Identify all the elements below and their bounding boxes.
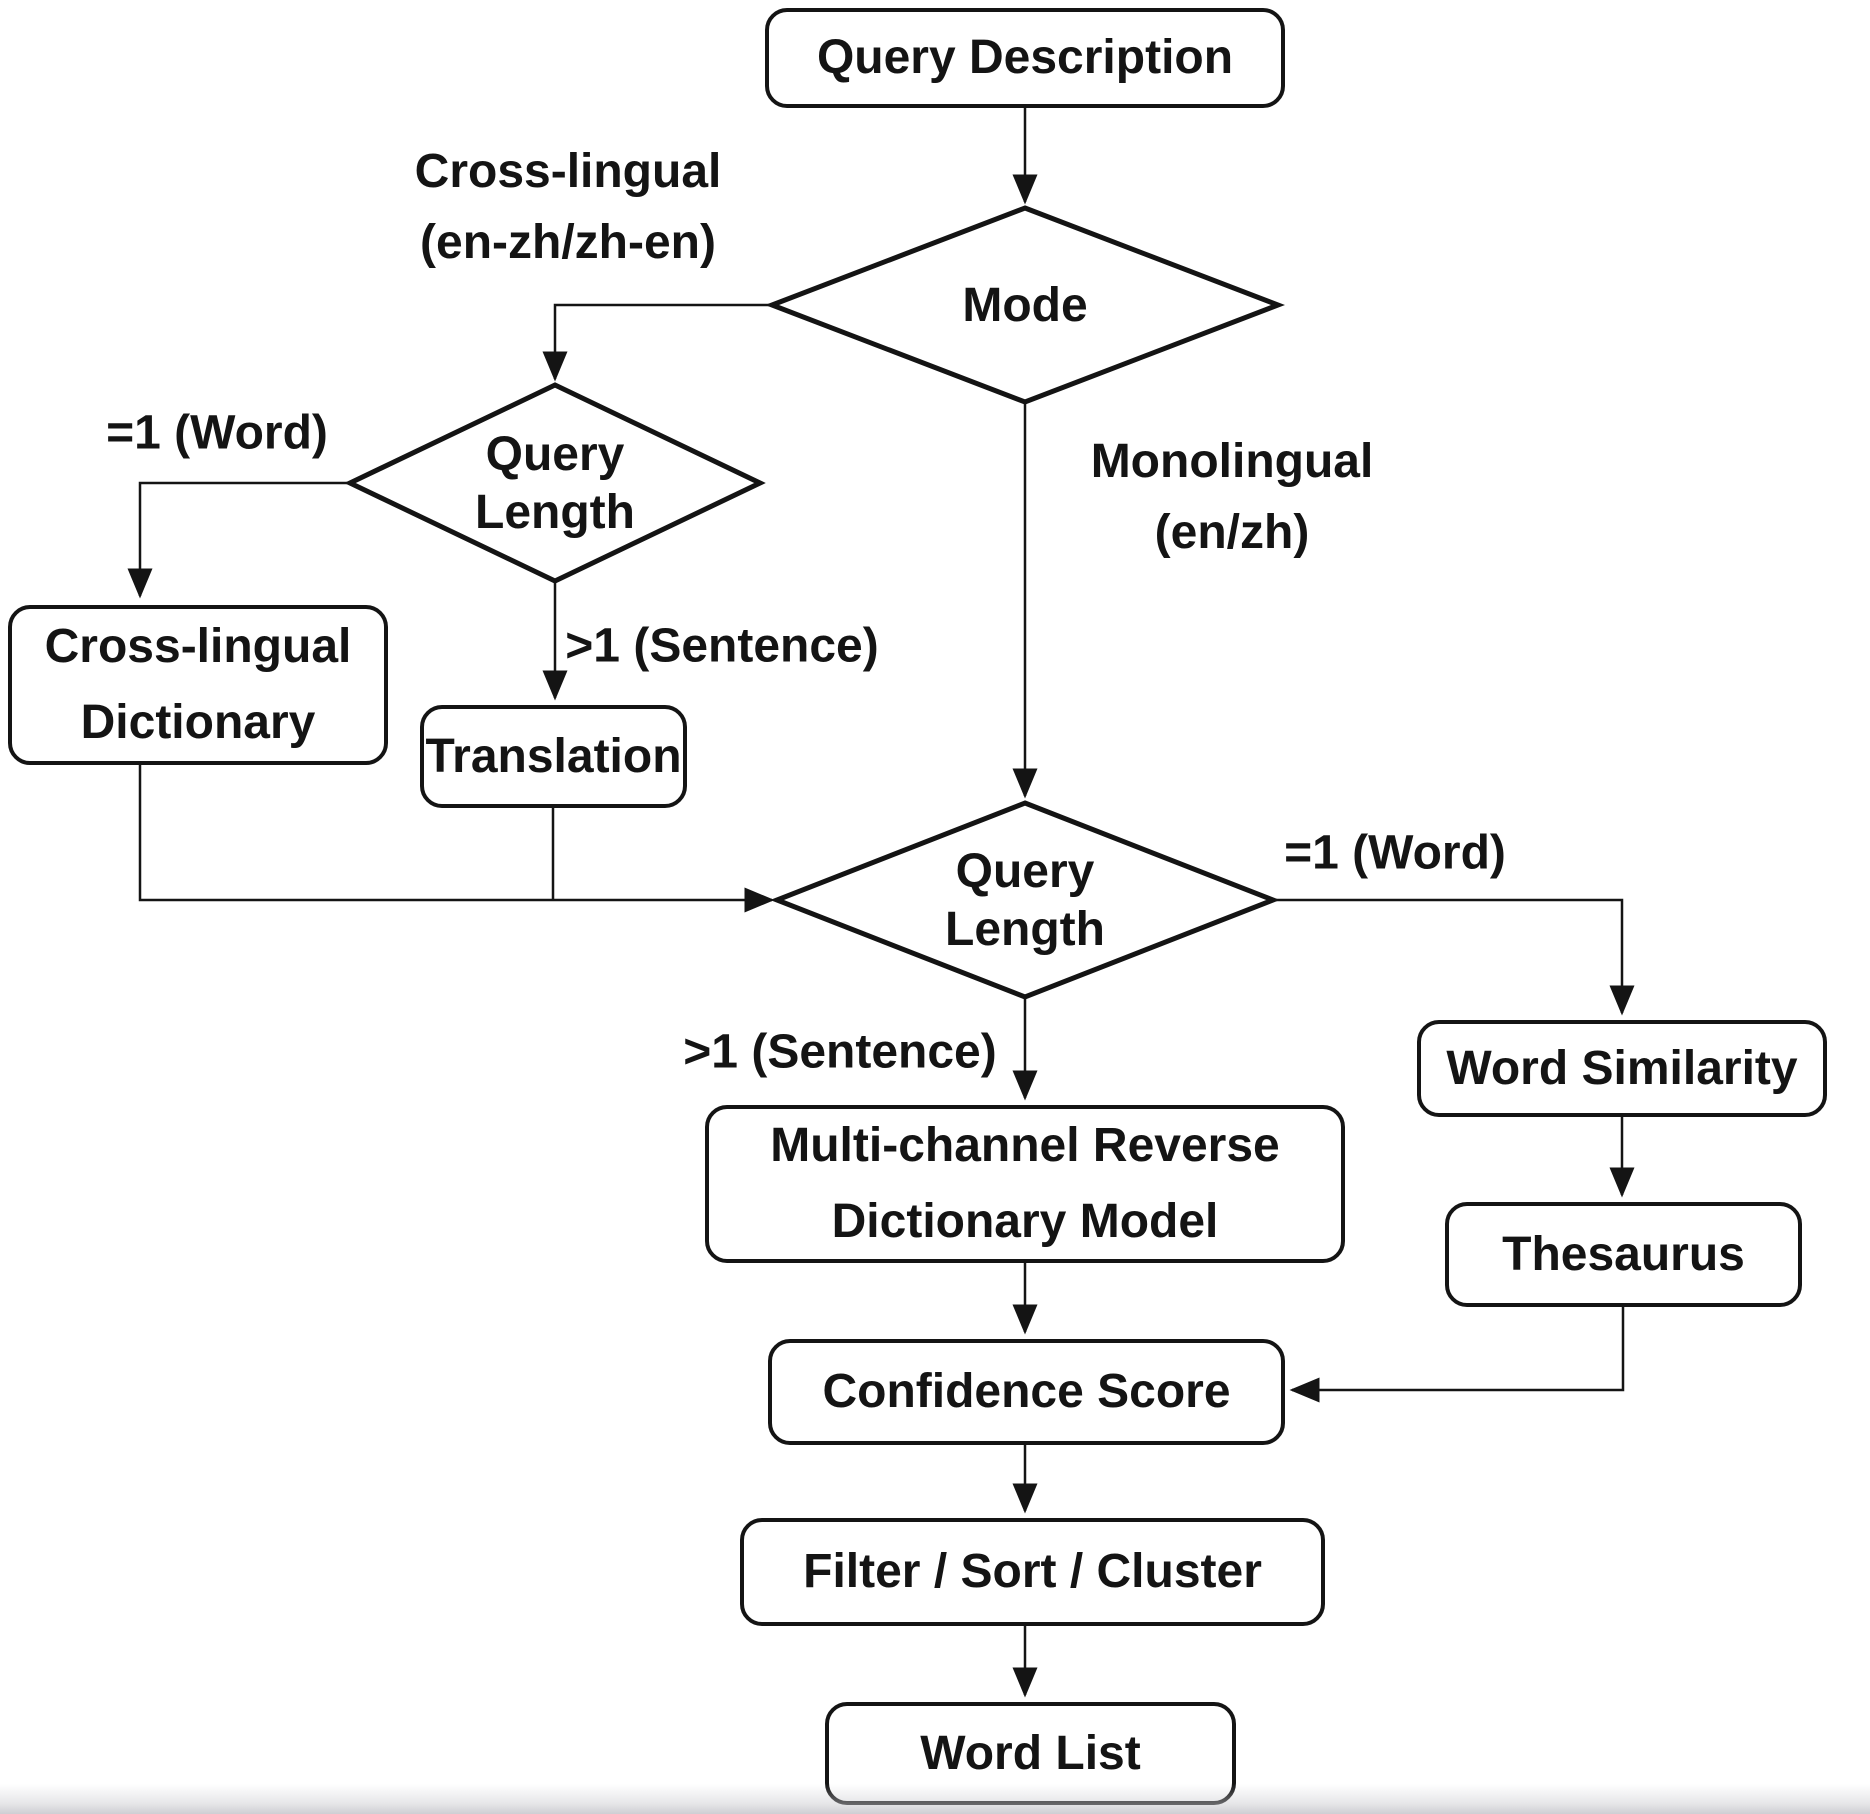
- node-cross-lingual-dictionary-line2: Dictionary: [80, 696, 316, 749]
- node-confidence-score-label: Confidence Score: [822, 1365, 1231, 1418]
- node-translation: Translation: [420, 705, 687, 808]
- node-multi-channel-line1: Multi-channel Reverse: [770, 1119, 1280, 1172]
- decision-mode-shape: [765, 205, 1285, 405]
- decision-query-length-1-label: Query Length: [475, 426, 635, 542]
- edge-label-eq1-word-left: =1 (Word): [106, 406, 328, 460]
- edge-thesaurus-confidence: [1289, 1307, 1625, 1403]
- edge-label-cross-lingual-branch: Cross-lingual (en-zh/zh-en): [415, 136, 722, 278]
- node-multi-channel-reverse-dictionary-model: Multi-channel Reverse Dictionary Model: [705, 1105, 1345, 1263]
- edge-label-monolingual-line1: Monolingual: [1090, 435, 1374, 488]
- node-multi-channel-line2: Dictionary Model: [831, 1195, 1219, 1248]
- edge-dictionary-querylength2: [138, 765, 775, 913]
- edge-label-cross-lingual-line1: Cross-lingual: [414, 145, 722, 198]
- edge-mode-querylength1: [542, 303, 772, 382]
- decision-query-length-1-line1: Query: [485, 428, 625, 481]
- edge-label-gt1-sentence-lower: >1 (Sentence): [683, 1025, 997, 1079]
- node-filter-sort-cluster: Filter / Sort / Cluster: [740, 1518, 1325, 1626]
- node-confidence-score: Confidence Score: [768, 1339, 1285, 1445]
- decision-mode-label: Mode: [962, 279, 1088, 332]
- edge-querylength1-dictionary: [127, 481, 350, 599]
- node-word-list-label: Word List: [920, 1726, 1141, 1780]
- page-bottom-shadow: [0, 1784, 1870, 1814]
- edge-querylength2-wordsimilarity: [1273, 898, 1635, 1016]
- edge-label-monolingual-branch: Monolingual (en/zh): [1091, 426, 1374, 568]
- node-thesaurus: Thesaurus: [1445, 1202, 1802, 1307]
- node-query-description: Query Description: [765, 8, 1285, 108]
- edge-label-eq1-word-right: =1 (Word): [1284, 826, 1506, 880]
- decision-query-length-2-line2: Length: [945, 903, 1105, 956]
- decision-query-length-2-line1: Query: [955, 845, 1095, 898]
- edge-label-monolingual-line2: (en/zh): [1154, 506, 1310, 559]
- node-filter-sort-cluster-label: Filter / Sort / Cluster: [803, 1545, 1262, 1598]
- decision-query-length-1-shape: [344, 382, 766, 584]
- decision-query-length-2-label: Query Length: [945, 843, 1105, 959]
- node-word-similarity-label: Word Similarity: [1446, 1041, 1798, 1095]
- node-translation-label: Translation: [425, 729, 682, 783]
- node-thesaurus-label: Thesaurus: [1502, 1227, 1745, 1281]
- node-query-description-label: Query Description: [816, 31, 1234, 84]
- node-cross-lingual-dictionary-line1: Cross-lingual: [44, 620, 352, 673]
- decision-query-length-2-shape: [770, 800, 1280, 1000]
- edge-label-cross-lingual-line2: (en-zh/zh-en): [420, 216, 716, 269]
- node-word-similarity: Word Similarity: [1417, 1020, 1827, 1117]
- node-cross-lingual-dictionary: Cross-lingual Dictionary: [8, 605, 388, 765]
- decision-query-length-1-line2: Length: [475, 486, 635, 539]
- edge-label-gt1-sentence-upper: >1 (Sentence): [565, 619, 879, 673]
